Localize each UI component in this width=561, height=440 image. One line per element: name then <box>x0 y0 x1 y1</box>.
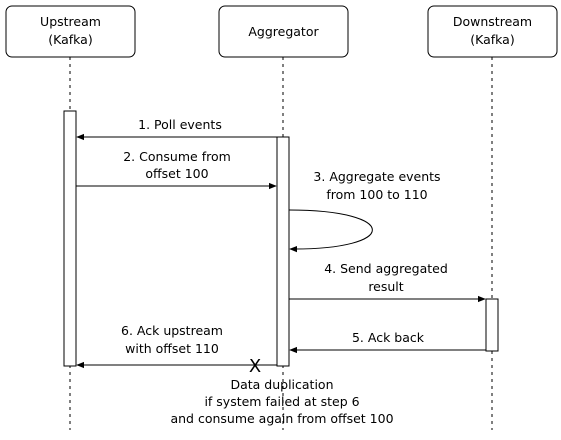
message-4-label-line2: result <box>368 279 403 294</box>
failure-x-marker: X <box>249 356 261 377</box>
message-6-label-line1: 6. Ack upstream <box>121 323 223 338</box>
activation-upstream <box>63 110 77 367</box>
activation-aggregator <box>276 136 290 367</box>
message-3-label-line1: 3. Aggregate events <box>313 169 440 184</box>
message-3-self-loop-arrow <box>288 209 373 253</box>
message-4-label-line1: 4. Send aggregated <box>324 261 448 276</box>
message-2-consume: 2. Consume from offset 100 <box>76 149 277 190</box>
activation-downstream <box>485 298 499 352</box>
participant-upstream-name: Upstream <box>40 14 101 29</box>
message-1-poll-events: 1. Poll events <box>76 117 277 141</box>
participant-downstream-type: (Kafka) <box>470 32 514 47</box>
message-3-label-line2: from 100 to 110 <box>326 187 427 202</box>
message-5-label: 5. Ack back <box>352 330 425 345</box>
message-3-aggregate: 3. Aggregate events from 100 to 110 <box>288 169 441 253</box>
message-6-ack-upstream: 6. Ack upstream with offset 110 <box>76 323 277 369</box>
duplication-note: Data duplication if system failed at ste… <box>170 377 393 426</box>
message-4-send-result: 4. Send aggregated result <box>289 261 486 303</box>
note-line3: and consume again from offset 100 <box>170 411 393 426</box>
participant-upstream-type: (Kafka) <box>48 32 92 47</box>
participant-downstream: Downstream (Kafka) <box>427 5 558 58</box>
participant-upstream: Upstream (Kafka) <box>5 5 136 58</box>
participant-downstream-name: Downstream <box>453 14 532 29</box>
message-2-label-line1: 2. Consume from <box>123 149 231 164</box>
note-line2: if system failed at step 6 <box>204 394 359 409</box>
message-5-ack-back: 5. Ack back <box>289 330 486 354</box>
participant-aggregator: Aggregator <box>218 5 349 58</box>
note-line1: Data duplication <box>230 377 333 392</box>
message-2-label-line2: offset 100 <box>145 166 208 181</box>
message-1-label: 1. Poll events <box>138 117 222 132</box>
message-6-label-line2: with offset 110 <box>125 341 219 356</box>
participant-aggregator-name: Aggregator <box>248 24 319 39</box>
